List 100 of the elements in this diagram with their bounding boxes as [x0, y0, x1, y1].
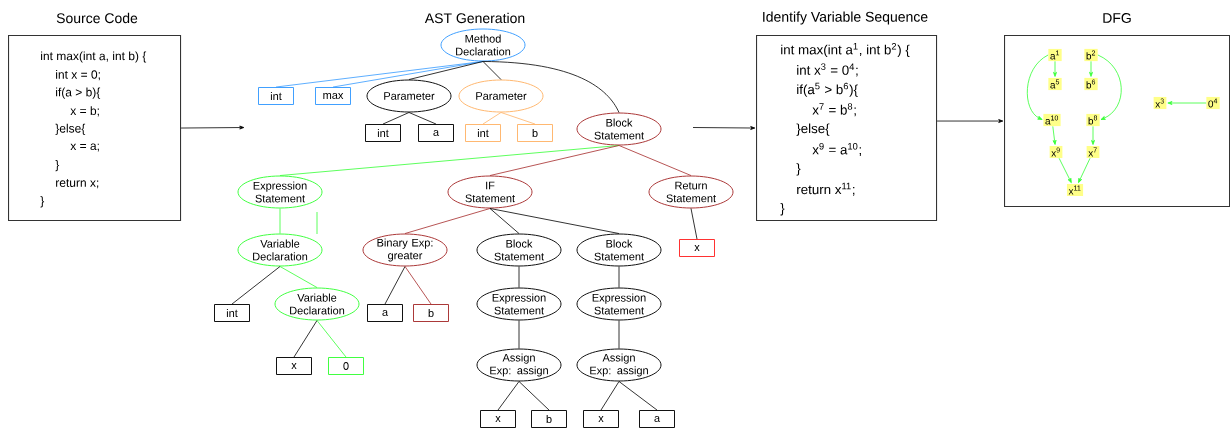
variable-node: x$^{9}$ — [1049, 145, 1063, 159]
arrow — [180, 125, 245, 130]
leaf-box: int — [258, 87, 294, 105]
leaf-box: a — [367, 304, 403, 322]
code-box: int max(int a, int b) { int x = 0; if(a > b){ x = b; }else{ x = a; } return x; } — [8, 35, 182, 222]
connector-line — [518, 320, 520, 349]
ellipse-node: Block Statement — [476, 233, 562, 267]
ellipse-node: Method Declaration — [440, 28, 526, 62]
arrow — [1091, 125, 1095, 145]
ellipse-node: Parameter — [366, 79, 452, 113]
connector-line — [518, 381, 550, 411]
connector-line — [489, 208, 620, 234]
connector-line — [404, 266, 432, 305]
node-label: } — [40, 196, 45, 208]
connector-line — [618, 320, 620, 349]
ellipse-node: Assign Exp: assign — [476, 348, 562, 382]
ellipse-node: Variable Declaration — [237, 233, 323, 267]
leaf-box: x — [583, 410, 619, 428]
node-label: return x; — [56, 179, 99, 189]
arrow — [692, 126, 756, 130]
leaf-box: int — [365, 124, 401, 142]
variable-node: 0$^{4}$ — [1206, 96, 1220, 110]
ellipse-node: Binary Exp: greater — [362, 233, 448, 267]
connector-line — [279, 208, 281, 234]
ellipse-node: Expression Statement — [237, 175, 323, 209]
arrow — [1089, 61, 1093, 77]
node-label: } — [796, 163, 801, 176]
ellipse-node: Block Statement — [576, 233, 662, 267]
node-label: }else{ — [55, 123, 86, 135]
connector-line — [618, 266, 620, 288]
arrow — [936, 119, 1004, 123]
leaf-box: 0 — [328, 357, 364, 375]
node-label: } — [780, 202, 785, 216]
connector-line — [382, 112, 410, 125]
ellipse-node: Block Statement — [576, 112, 662, 146]
ellipse-node: Assign Exp: assign — [576, 348, 662, 382]
arrow — [1052, 125, 1057, 145]
node-label: int max(int a, int b) { — [41, 51, 147, 63]
panel-title: DFG — [1103, 13, 1131, 23]
ellipse-node: Variable Declaration — [274, 287, 360, 321]
arrow — [1058, 157, 1072, 184]
connector-line — [618, 145, 692, 176]
node-label: x = a; — [70, 143, 99, 152]
connector-line — [500, 112, 536, 125]
connector-line — [231, 266, 281, 305]
node-label: return x$^{11}$; — [797, 182, 855, 196]
connector-line — [384, 266, 406, 305]
connector-line — [404, 208, 491, 234]
variable-node: a$^{10}$ — [1043, 113, 1061, 127]
connector-line — [316, 320, 347, 358]
connector-line — [489, 145, 620, 176]
arrow — [1167, 101, 1207, 105]
arrow — [1026, 54, 1049, 120]
node-label: x$^{9}$ = a$^{10}$; — [812, 142, 861, 157]
variable-node: b$^{6}$ — [1084, 77, 1098, 91]
leaf-box: int — [465, 124, 501, 142]
connector-line — [482, 61, 502, 80]
connector-line — [518, 266, 520, 288]
variable-node: b$^{8}$ — [1086, 113, 1100, 127]
connector-line — [408, 112, 437, 125]
variable-node: a$^{1}$ — [1048, 48, 1062, 62]
ellipse-node: IF Statement — [447, 175, 533, 209]
variable-node: x$^{7}$ — [1086, 146, 1100, 159]
code-box: int max(int a$^{1}$, int b$^{2}$) { int x$^{3}$ = 0$^{4}$; if(a$^{5}$ > b$^{6}$){ x$^{7}$ = b$^{8}$; }else{ x$^{9}$ = a$^{10}$; } return x$^{11}$; } — [756, 35, 938, 222]
leaf-box: a — [418, 124, 454, 142]
variable-node: x$^{11}$ — [1066, 184, 1084, 197]
connector-line — [279, 266, 318, 288]
ellipse-node: Parameter — [458, 79, 544, 113]
node-label: x$^{7}$ = b$^{8}$; — [812, 103, 856, 117]
ellipse-node: Expression Statement — [476, 287, 562, 321]
connector-line — [618, 381, 658, 411]
node-label: if(a$^{5}$ > b$^{6}$){ — [797, 82, 858, 97]
node-label: int max(int a$^{1}$, int b$^{2}$) { — [781, 42, 910, 58]
connector-line — [690, 208, 698, 240]
leaf-box: int — [214, 304, 250, 322]
node-label: x = b; — [70, 106, 99, 117]
panel-title: Source Code — [56, 12, 138, 24]
variable-node: x$^{3}$ — [1153, 96, 1167, 110]
ellipse-node: Expression Statement — [576, 287, 662, 321]
connector-line — [489, 208, 520, 234]
leaf-box: x — [679, 239, 715, 257]
ellipse-node: Return Statement — [648, 175, 734, 209]
connector-line — [408, 61, 484, 80]
leaf-box: x — [276, 357, 312, 375]
node-label: } — [55, 160, 60, 172]
leaf-box: a — [639, 410, 675, 428]
node-label: int x = 0; — [56, 69, 100, 81]
leaf-box: b — [413, 304, 449, 322]
connector-line — [482, 61, 620, 113]
connector-line — [497, 381, 520, 411]
leaf-box: x — [480, 410, 516, 428]
leaf-box: max — [315, 87, 351, 105]
panel-title: Identify Variable Sequence — [763, 11, 928, 25]
arrow — [1078, 157, 1091, 184]
connector-line — [293, 320, 318, 358]
leaf-box: b — [531, 410, 567, 428]
node-label: if(a > b){ — [56, 87, 101, 99]
arrow — [1053, 60, 1057, 77]
connector-line — [482, 112, 502, 125]
leaf-box: b — [517, 124, 553, 142]
